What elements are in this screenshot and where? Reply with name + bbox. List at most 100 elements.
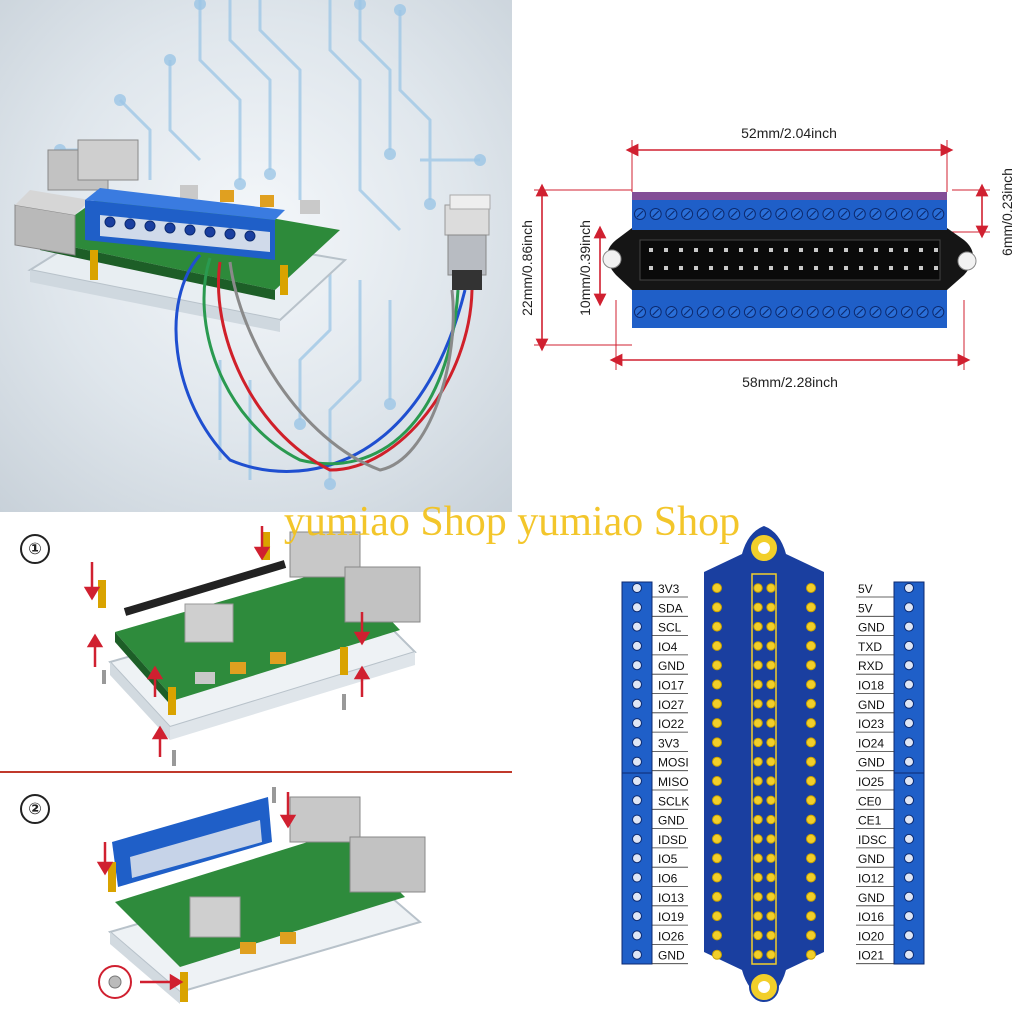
header-pin: [649, 266, 653, 270]
pin-label-right: CE1: [858, 814, 882, 828]
terminal-screw: [632, 660, 642, 671]
header-pin: [874, 266, 878, 270]
terminal-pad: [712, 718, 722, 729]
header-pad: [753, 930, 763, 941]
header-pin: [934, 248, 938, 252]
pin-label-left: IO22: [658, 717, 684, 731]
terminal-screw: [904, 872, 914, 883]
header-pin: [709, 248, 713, 252]
terminal-pad: [712, 640, 722, 651]
pin-label-left: IO26: [658, 929, 684, 943]
terminal-pad: [712, 795, 722, 806]
pin-label-right: IO16: [858, 910, 884, 924]
terminal-pad: [712, 776, 722, 786]
terminal-screw: [904, 602, 914, 613]
terminal-screw: [632, 718, 642, 729]
terminal-screws: [632, 583, 914, 960]
header-pin: [694, 248, 698, 252]
header-pad: [766, 660, 776, 670]
header-pad: [753, 602, 763, 613]
terminal-screw: [632, 679, 642, 690]
screw-terminal-block: [85, 188, 285, 260]
terminal-pad: [806, 756, 816, 767]
header-pin: [754, 266, 758, 270]
terminal-screw: [904, 583, 914, 593]
adapter-pcb: [602, 228, 977, 290]
terminal-screw: [632, 621, 642, 632]
terminal-pad: [712, 872, 722, 883]
header-pin: [724, 248, 728, 252]
header-pad: [766, 679, 776, 690]
standoff-screw: [102, 670, 346, 803]
terminal-pad: [712, 621, 722, 632]
header-pad: [766, 699, 776, 709]
terminal-pad: [806, 814, 816, 825]
header-pin: [784, 266, 788, 270]
header-pad: [753, 776, 763, 786]
terminal-screw: [904, 621, 914, 632]
header-pin: [664, 248, 668, 252]
terminal-screw: [632, 795, 642, 806]
terminal-pad: [806, 698, 816, 709]
header-pin: [919, 248, 923, 252]
header-pad: [766, 583, 776, 593]
terminal-pad: [712, 660, 722, 671]
terminal-screw: [904, 776, 914, 786]
terminal-screw: [632, 776, 642, 786]
header-pad: [766, 641, 776, 651]
terminal-pad: [806, 737, 816, 748]
terminal-screw: [904, 756, 914, 767]
header-pin: [889, 248, 893, 252]
header-pad: [753, 872, 763, 883]
header-pin: [649, 248, 653, 252]
usb-connector: [444, 194, 491, 290]
header-pad: [753, 660, 763, 670]
header-pin: [889, 266, 893, 270]
header-pad: [766, 872, 776, 883]
header-pin: [829, 248, 833, 252]
pin-label-right: GND: [858, 891, 885, 905]
header-pad: [753, 621, 763, 632]
terminal-pad: [806, 621, 816, 632]
pin-label-left: IO4: [658, 640, 678, 654]
pin-label-left: IO17: [658, 679, 684, 693]
terminal-pad: [806, 660, 816, 671]
header-pin: [739, 248, 743, 252]
pin-label-right: IO25: [858, 775, 884, 789]
header-pin: [814, 266, 818, 270]
pin-label-left: 3V3: [658, 736, 680, 750]
terminal-screw: [632, 891, 642, 902]
terminal-screw: [904, 853, 914, 864]
header-pad: [753, 853, 763, 863]
terminal-pad: [806, 891, 816, 902]
terminal-pad: [712, 583, 722, 593]
pin-label-left: MOSI: [658, 756, 689, 770]
terminal-pad: [712, 756, 722, 767]
header-pins: [649, 248, 938, 270]
pin-label-left: 3V3: [658, 582, 680, 596]
arrow-icon: [83, 526, 371, 991]
header-pin: [829, 266, 833, 270]
terminal-screw: [632, 911, 642, 922]
header-pad: [753, 641, 763, 651]
dimension-top-width: 52mm/2.04inch: [741, 125, 837, 141]
header-pad: [753, 757, 763, 767]
terminal-pad: [806, 949, 816, 960]
terminal-pad: [806, 930, 816, 941]
pin-label-left: IO19: [658, 910, 684, 924]
header-pin: [769, 266, 773, 270]
pin-label-left: GND: [658, 814, 685, 828]
header-pad: [753, 911, 763, 921]
terminal-pad: [712, 833, 722, 844]
step1-assembly: [98, 531, 421, 740]
header-pad: [766, 892, 776, 902]
header-pad: [766, 621, 776, 632]
header-pin: [679, 248, 683, 252]
terminal-screws-bottom: [634, 306, 945, 318]
terminal-pad: [712, 949, 722, 960]
header-pads: [712, 583, 816, 960]
terminal-screws-top: [634, 208, 945, 220]
header-pad: [766, 834, 776, 844]
header-pad: [753, 795, 763, 805]
